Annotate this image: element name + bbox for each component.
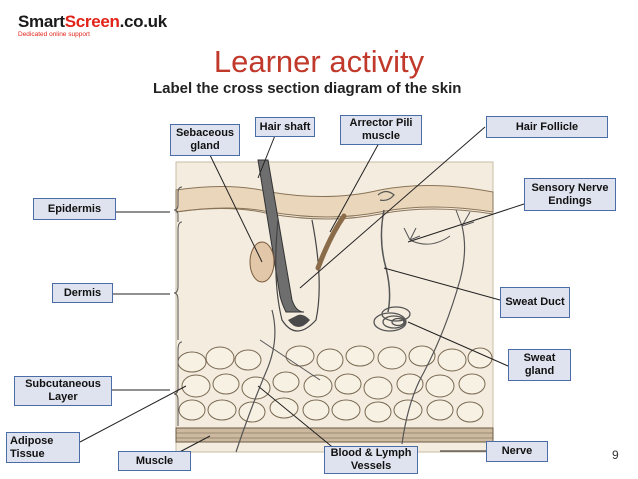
adipose-cells [177, 345, 493, 423]
arrector-pili-muscle [315, 213, 347, 271]
sensory-nerve-endings [403, 209, 475, 241]
dermis-boundary [175, 207, 494, 220]
logo-text-dark: Smart [18, 12, 65, 31]
label-nerve[interactable]: Nerve [486, 441, 548, 462]
label-muscle[interactable]: Muscle [118, 451, 191, 471]
label-sensory-nerve-endings[interactable]: Sensory Nerve Endings [524, 178, 616, 211]
slide-subtitle: Label the cross section diagram of the s… [153, 80, 462, 97]
logo-text-domain: .co.uk [119, 12, 168, 31]
logo-tagline: Dedicated online support [18, 31, 90, 38]
smartscreen-logo: SmartScreen.co.uk Dedicated online suppo… [18, 12, 167, 38]
label-arrector-pili-muscle[interactable]: Arrector Pili muscle [340, 115, 422, 145]
blood-vessel-1 [235, 309, 276, 453]
nerve-fibre [401, 225, 466, 445]
label-sweat-gland[interactable]: Sweat gland [508, 349, 571, 381]
sweat-duct [380, 209, 391, 313]
dermis-brace [173, 221, 183, 340]
leader-lines [79, 126, 525, 457]
label-dermis[interactable]: Dermis [52, 283, 113, 303]
hair-bulb [288, 314, 310, 327]
label-subcutaneous-layer[interactable]: Subcutaneous Layer [14, 376, 112, 406]
label-adipose-tissue[interactable]: Adipose Tissue [6, 432, 80, 463]
subcutaneous-brace [173, 341, 183, 426]
logo-text-red: Screen [64, 12, 120, 31]
label-hair-shaft[interactable]: Hair shaft [255, 117, 315, 137]
label-epidermis[interactable]: Epidermis [33, 198, 116, 220]
sweat-pore [377, 190, 395, 202]
label-hair-follicle[interactable]: Hair Follicle [486, 116, 608, 138]
logo-wordmark: SmartScreen.co.uk [18, 12, 167, 32]
page-number: 9 [612, 448, 619, 462]
label-sweat-duct[interactable]: Sweat Duct [500, 287, 570, 318]
sweat-gland [373, 306, 411, 332]
slide-title: Learner activity [213, 44, 425, 79]
hair-shaft [257, 159, 305, 313]
muscle-layer [175, 427, 494, 443]
label-blood-lymph-vessels[interactable]: Blood & Lymph Vessels [324, 446, 418, 474]
epidermis-brace [173, 186, 183, 222]
label-sebaceous-gland[interactable]: Sebaceous gland [170, 124, 240, 156]
